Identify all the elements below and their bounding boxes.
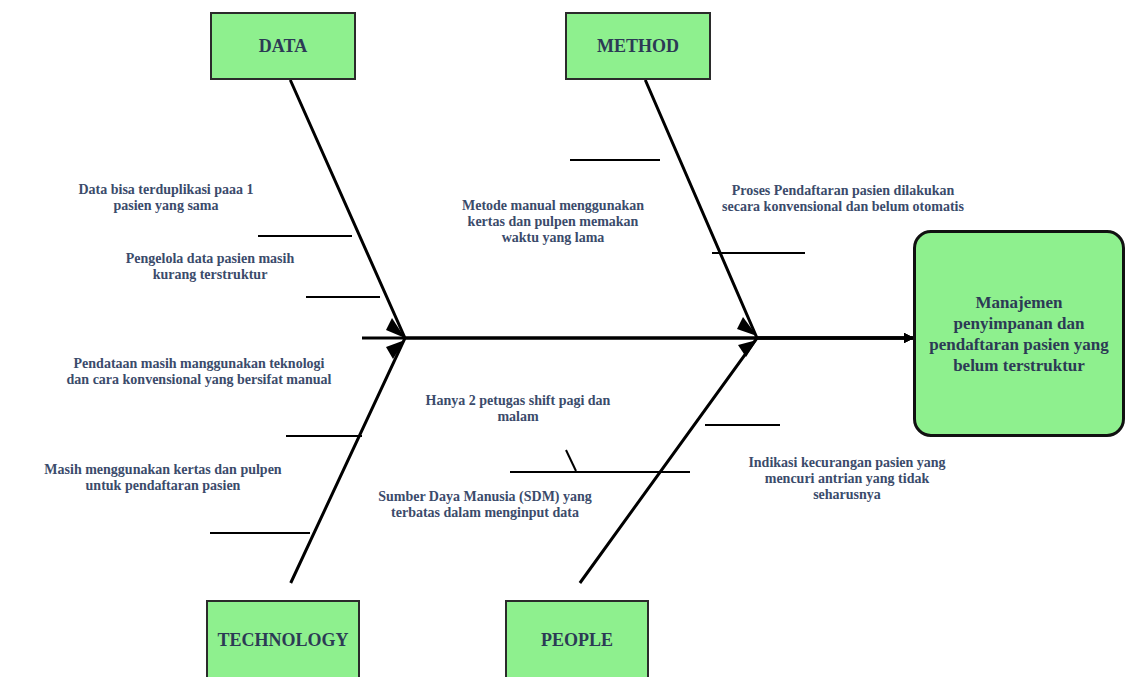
leader-line <box>210 532 310 534</box>
node-text: METHOD <box>597 35 679 57</box>
cause-label: Hanya 2 petugas shift pagi dan malam <box>420 393 616 425</box>
leader-line <box>570 159 660 161</box>
category-box: METHOD <box>565 12 711 80</box>
leader-line <box>566 450 576 471</box>
cause-label: Proses Pendaftaran pasien dilakukan seca… <box>712 183 974 215</box>
leader-line <box>510 471 690 473</box>
leader-line <box>705 424 780 426</box>
category-box: TECHNOLOGY <box>206 600 360 677</box>
node-text: Manajemen penyimpanan dan pendaftaran pa… <box>928 292 1110 376</box>
cause-label: Pendataan masih manggunakan teknologi da… <box>62 356 336 388</box>
leader-line <box>306 296 380 298</box>
effect-box: Manajemen penyimpanan dan pendaftaran pa… <box>913 230 1125 437</box>
cause-label: Data bisa terduplikasi paaa 1 pasien yan… <box>58 182 274 214</box>
cause-label: Masih menggunakan kertas dan pulpen untu… <box>38 462 288 494</box>
leader-line <box>286 435 362 437</box>
leader-line <box>258 235 352 237</box>
cause-label: Metode manual menggunakan kertas dan pul… <box>448 198 658 246</box>
leader-line <box>712 252 805 254</box>
cause-label: Pengelola data pasien masih kurang terst… <box>110 251 310 283</box>
node-text: DATA <box>259 35 307 57</box>
cause-label: Indikasi kecurangan pasien yang mencuri … <box>732 455 962 503</box>
category-box: PEOPLE <box>505 600 649 677</box>
cause-label: Sumber Daya Manusia (SDM) yang terbatas … <box>374 489 596 521</box>
node-text: PEOPLE <box>541 629 613 651</box>
spine-tail <box>362 337 405 340</box>
category-box: DATA <box>210 12 356 80</box>
node-text: TECHNOLOGY <box>217 629 348 651</box>
